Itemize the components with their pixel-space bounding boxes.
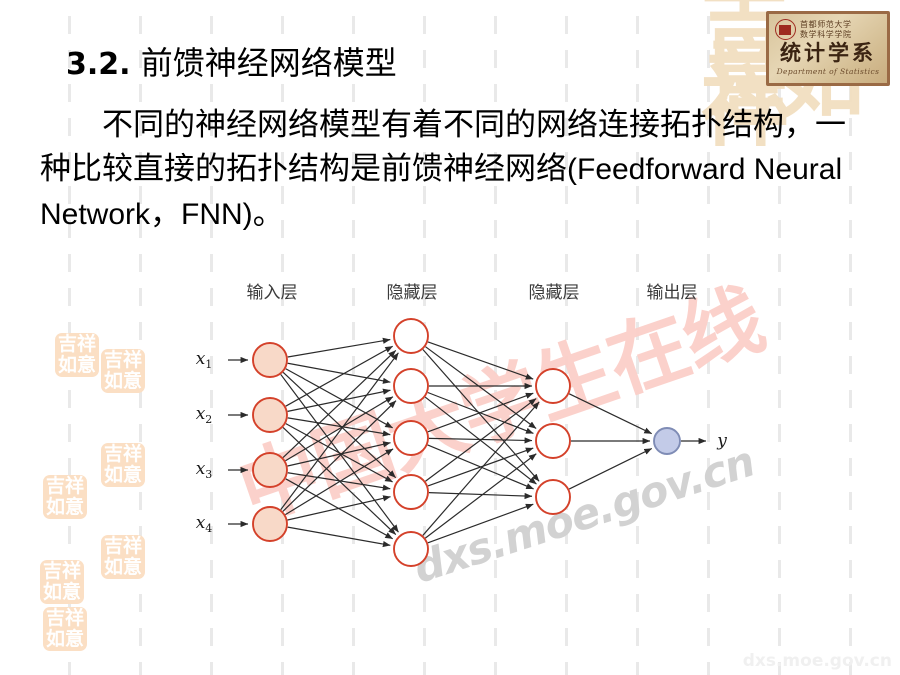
network-edge [568, 447, 653, 490]
page-title-number: 3.2. [66, 47, 131, 82]
network-edge [282, 371, 397, 479]
body-line-3-period: 。 [252, 196, 284, 232]
network-edge [282, 350, 397, 459]
logo-university-names: 首都师范大学 数学科学学院 [800, 20, 852, 39]
network-node [535, 423, 571, 459]
network-node [252, 397, 288, 433]
network-node [393, 420, 429, 456]
logo-department-name: 统计学系 [780, 40, 876, 65]
body-line-3-abbrev: FNN) [181, 198, 253, 231]
network-node [393, 318, 429, 354]
network-edge [285, 396, 394, 462]
body-line-3-comma: ， [150, 196, 182, 232]
network-node [252, 342, 288, 378]
network-node [653, 427, 681, 455]
layer-label: 隐藏层 [528, 283, 580, 303]
network-edge [285, 345, 393, 407]
output-node-label: y [717, 431, 727, 451]
layer-label: 隐藏层 [386, 283, 438, 303]
logo-department-english: Department of Statistics [776, 67, 880, 76]
network-edge [287, 337, 391, 358]
network-node [535, 479, 571, 515]
logo-university-line-1: 首都师范大学 [800, 20, 852, 29]
network-edge [287, 362, 391, 384]
network-node [393, 531, 429, 567]
logo-university-line-2: 数学科学学院 [800, 29, 852, 39]
input-node-label: x2 [195, 403, 213, 427]
network-edge [568, 393, 652, 435]
network-edge [287, 388, 391, 412]
input-node-label: x1 [195, 348, 213, 372]
network-node [252, 506, 288, 542]
department-logo: 首都师范大学 数学科学学院 统计学系 Department of Statist… [766, 11, 890, 86]
network-edge [425, 346, 537, 429]
network-edges [228, 337, 707, 548]
body-line-1: 不同的神经网络模型有着不同的网络连接 [102, 107, 660, 143]
page-title: 3.2. 前馈神经网络模型 [66, 38, 397, 84]
network-node [393, 368, 429, 404]
network-edge [287, 495, 391, 521]
network-node [252, 452, 288, 488]
university-seal-icon [775, 19, 796, 40]
page-title-text: 前馈神经网络模型 [140, 44, 397, 82]
network-edge [282, 400, 397, 512]
body-paragraph: 不同的神经网络模型有着不同的网络连接拓扑结构，一种比较直接的拓扑结构是前馈神经网… [40, 103, 855, 237]
logo-header-row: 首都师范大学 数学科学学院 [769, 14, 887, 40]
input-node-label: x4 [195, 512, 213, 536]
layer-label: 输出层 [646, 283, 698, 303]
input-node-label: x3 [195, 458, 213, 482]
layer-label: 输入层 [246, 283, 298, 303]
network-edge [287, 526, 391, 548]
network-edge [422, 401, 540, 536]
network-edge [422, 349, 540, 482]
body-line-3-prefix: 经网络 [474, 151, 567, 187]
network-node [535, 368, 571, 404]
network-node [393, 474, 429, 510]
